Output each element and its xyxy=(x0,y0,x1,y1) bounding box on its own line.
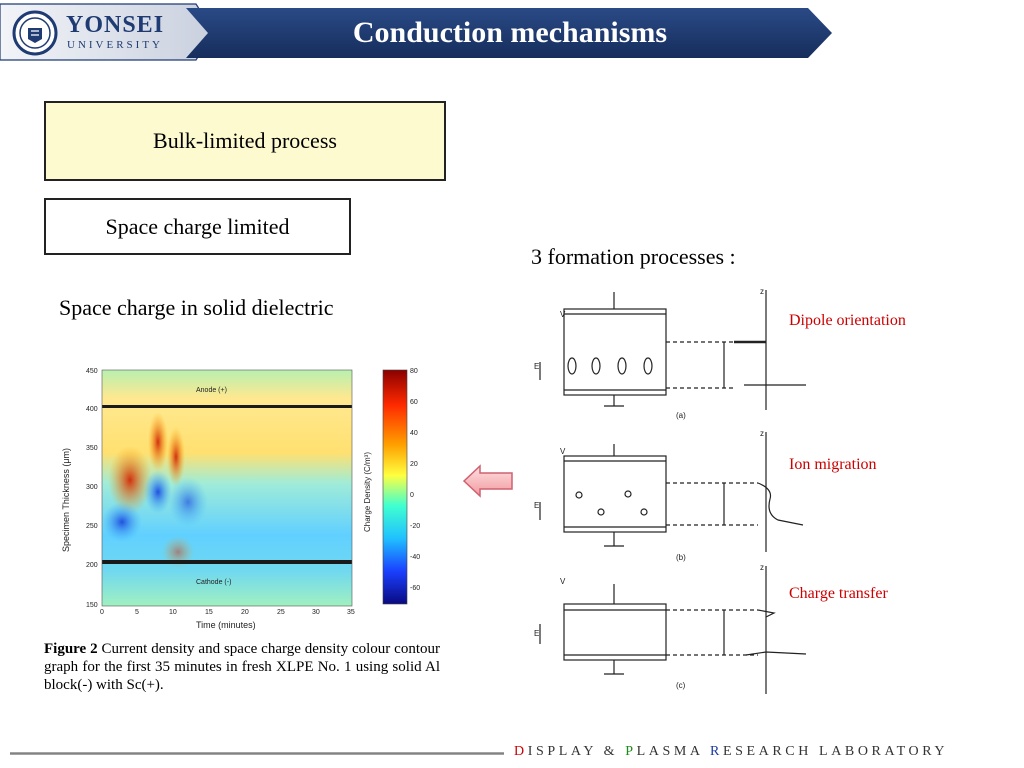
charge-transfer-label: Charge transfer xyxy=(789,585,888,602)
caption-text: Current density and space charge density… xyxy=(44,641,440,693)
voltage-letter: V xyxy=(560,310,566,319)
colorbar-ticks: 80 60 40 20 0 -20 -40 -60 xyxy=(410,368,420,592)
footer-esearch: ESEARCH xyxy=(722,744,812,759)
y-tick: 450 xyxy=(86,368,98,375)
colorbar xyxy=(382,369,408,605)
field-letter: E xyxy=(534,629,539,638)
space-charge-limited-box: Space charge limited xyxy=(44,198,351,255)
bulk-limited-box: Bulk-limited process xyxy=(44,101,446,181)
footer-r: R xyxy=(709,744,723,759)
y-tick: 200 xyxy=(86,562,98,569)
left-arrow-icon xyxy=(462,464,513,498)
cbar-tick: -60 xyxy=(410,585,420,592)
colorbar-label: Charge Density (C/m³) xyxy=(363,452,372,532)
y-tick: 400 xyxy=(86,406,98,413)
ion-migration-label: Ion migration xyxy=(789,456,877,473)
cbar-tick: 60 xyxy=(410,399,418,406)
x-tick: 10 xyxy=(169,609,177,616)
x-tick: 5 xyxy=(135,609,139,616)
field-letter: E xyxy=(534,501,539,510)
header-bar xyxy=(0,3,832,61)
panel-letter-a: (a) xyxy=(676,411,686,420)
space-charge-limited-label: Space charge limited xyxy=(105,213,290,239)
formation-processes-heading: 3 formation processes : xyxy=(531,244,736,269)
page-title: Conduction mechanisms xyxy=(352,16,668,49)
figure-caption: Figure 2 Current density and space charg… xyxy=(44,640,440,694)
anode-label: Anode (+) xyxy=(196,387,227,394)
cbar-tick: 0 xyxy=(410,492,414,499)
y-axis-label: Specimen Thickness (μm) xyxy=(61,448,71,552)
footer-isplay: ISPLAY xyxy=(527,744,597,759)
university-logo[interactable] xyxy=(12,10,58,56)
footer-lab-name: DISPLAY & PLASMA RESEARCH LABORATORY xyxy=(514,744,948,760)
z-letter: z xyxy=(760,287,764,296)
y-tick: 300 xyxy=(86,484,98,491)
voltage-letter: V xyxy=(560,577,566,586)
cathode-label: Cathode (-) xyxy=(196,579,231,586)
footer-p: P xyxy=(625,744,637,759)
footer-lasma: LASMA xyxy=(636,744,703,759)
x-tick: 35 xyxy=(347,609,355,616)
logo-subtitle: UNIVERSITY xyxy=(67,39,163,51)
x-tick: 15 xyxy=(205,609,213,616)
footer-rule xyxy=(10,752,504,755)
space-charge-heading: Space charge in solid dielectric xyxy=(59,295,334,320)
voltage-letter: V xyxy=(560,447,566,456)
x-tick: 25 xyxy=(277,609,285,616)
y-tick: 250 xyxy=(86,523,98,530)
z-letter: z xyxy=(760,563,764,572)
footer-amp: & xyxy=(603,744,619,759)
cbar-tick: -40 xyxy=(410,554,420,561)
dipole-orientation-label: Dipole orientation xyxy=(789,312,906,329)
x-tick: 20 xyxy=(241,609,249,616)
z-letter: z xyxy=(760,429,764,438)
logo-name: YONSEI xyxy=(66,12,165,38)
x-tick-labels: 0 5 10 15 20 25 30 35 xyxy=(100,609,355,616)
bulk-limited-label: Bulk-limited process xyxy=(153,128,337,153)
cbar-tick: 20 xyxy=(410,461,418,468)
y-tick: 350 xyxy=(86,445,98,452)
cbar-tick: 40 xyxy=(410,430,418,437)
footer-d: D xyxy=(514,744,528,759)
y-tick-labels: 450 400 350 300 250 200 150 xyxy=(86,368,98,609)
yonsei-seal-icon xyxy=(12,10,58,56)
x-tick: 30 xyxy=(312,609,320,616)
x-tick: 0 xyxy=(100,609,104,616)
cbar-tick: -20 xyxy=(410,523,420,530)
footer-lab: LABORATORY xyxy=(819,744,949,759)
caption-figure-number: Figure 2 xyxy=(44,641,98,657)
x-axis-label: Time (minutes) xyxy=(196,620,256,630)
cbar-tick: 80 xyxy=(410,368,418,375)
formation-processes-diagram: V E z (a) V E z (b) V E z (c) xyxy=(534,287,807,694)
y-tick: 150 xyxy=(86,602,98,609)
panel-letter-c: (c) xyxy=(676,681,686,690)
panel-letter-b: (b) xyxy=(676,553,686,562)
field-letter: E xyxy=(534,362,539,371)
space-charge-contour-plot: Anode (+) Cathode (-) 450 400 350 300 25… xyxy=(61,368,420,630)
